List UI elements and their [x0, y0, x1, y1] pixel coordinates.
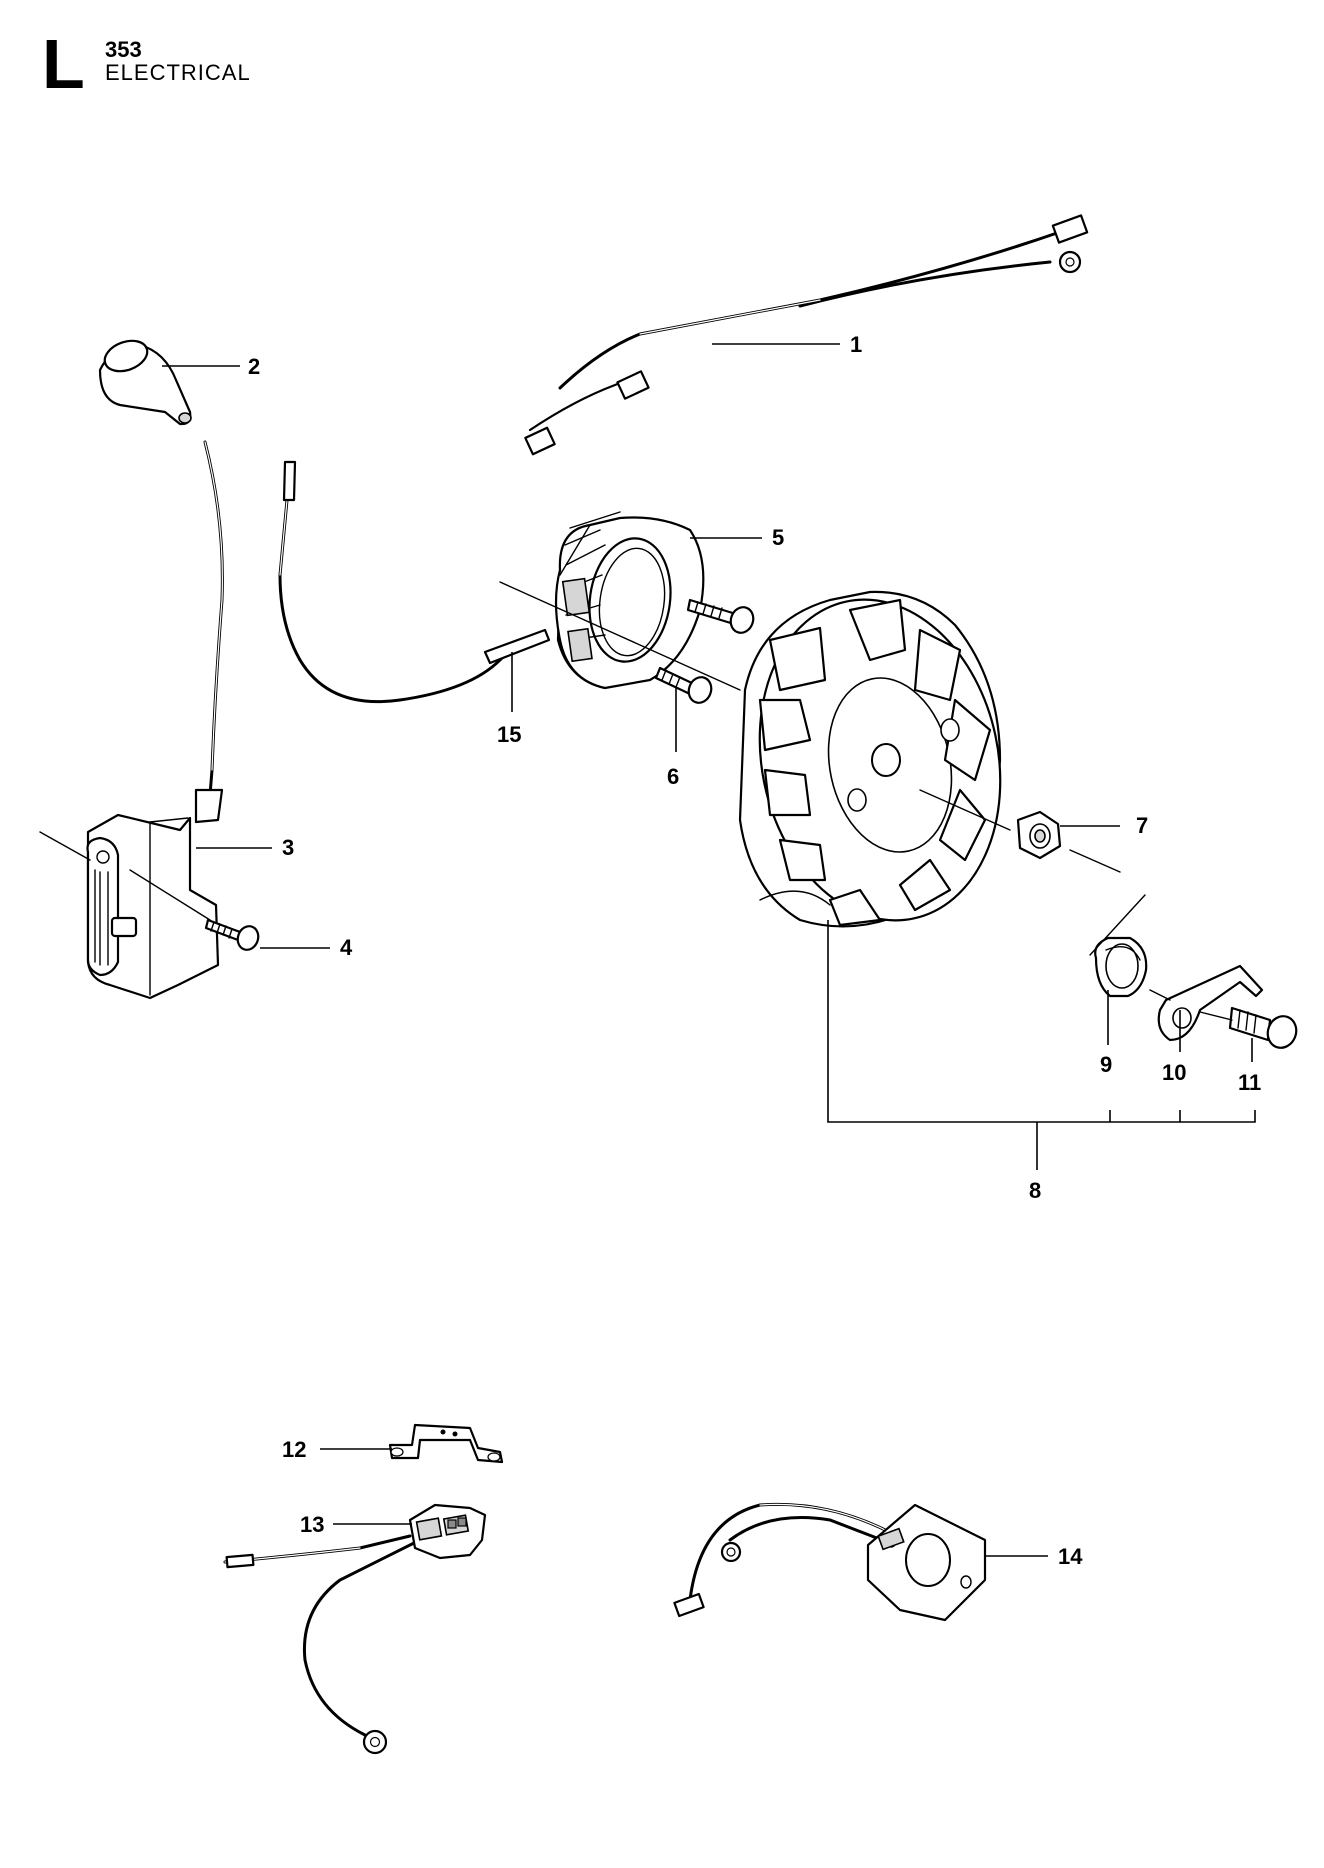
part-5-stator [554, 516, 705, 690]
callout-1: 1 [850, 332, 862, 357]
part-9-spring [1094, 936, 1148, 998]
callout-5: 5 [772, 525, 784, 550]
part-8-flywheel [738, 590, 1002, 928]
part-7-nut [1016, 810, 1062, 860]
callout-12: 12 [282, 1437, 306, 1462]
part-4-screw [204, 918, 260, 951]
callout-15: 15 [497, 722, 521, 747]
part-15-coil-wire [278, 460, 551, 704]
part-10-pawl [1157, 964, 1264, 1042]
callout-6: 6 [667, 764, 679, 789]
callout-7: 7 [1136, 813, 1148, 838]
part-3-ignition-module [86, 440, 224, 1000]
callout-4: 4 [340, 935, 353, 960]
section-letter: L [42, 25, 85, 103]
part-1-wire-harness [524, 214, 1089, 456]
assembly-axis-lines [39, 511, 1233, 1021]
part-11-pin [1228, 1006, 1298, 1049]
callout-10: 10 [1162, 1060, 1186, 1085]
part-2-spark-plug-boot [98, 339, 192, 426]
part-14-gasket-wire [673, 1502, 987, 1622]
callout-9: 9 [1100, 1052, 1112, 1077]
model-number: 353 [105, 37, 142, 62]
callout-8: 8 [1029, 1178, 1041, 1203]
part-12-bracket [388, 1423, 504, 1464]
section-title: ELECTRICAL [105, 60, 251, 85]
part-6-screws [654, 598, 755, 704]
leader-lines [162, 343, 1256, 1557]
callout-3: 3 [282, 835, 294, 860]
callout-numbers: 1 2 3 4 5 6 7 8 9 10 11 12 13 14 15 [248, 332, 1261, 1569]
callout-13: 13 [300, 1512, 324, 1537]
callout-2: 2 [248, 354, 260, 379]
callout-11: 11 [1238, 1070, 1261, 1095]
part-13-stop-switch [223, 1503, 487, 1755]
callout-14: 14 [1058, 1544, 1083, 1569]
